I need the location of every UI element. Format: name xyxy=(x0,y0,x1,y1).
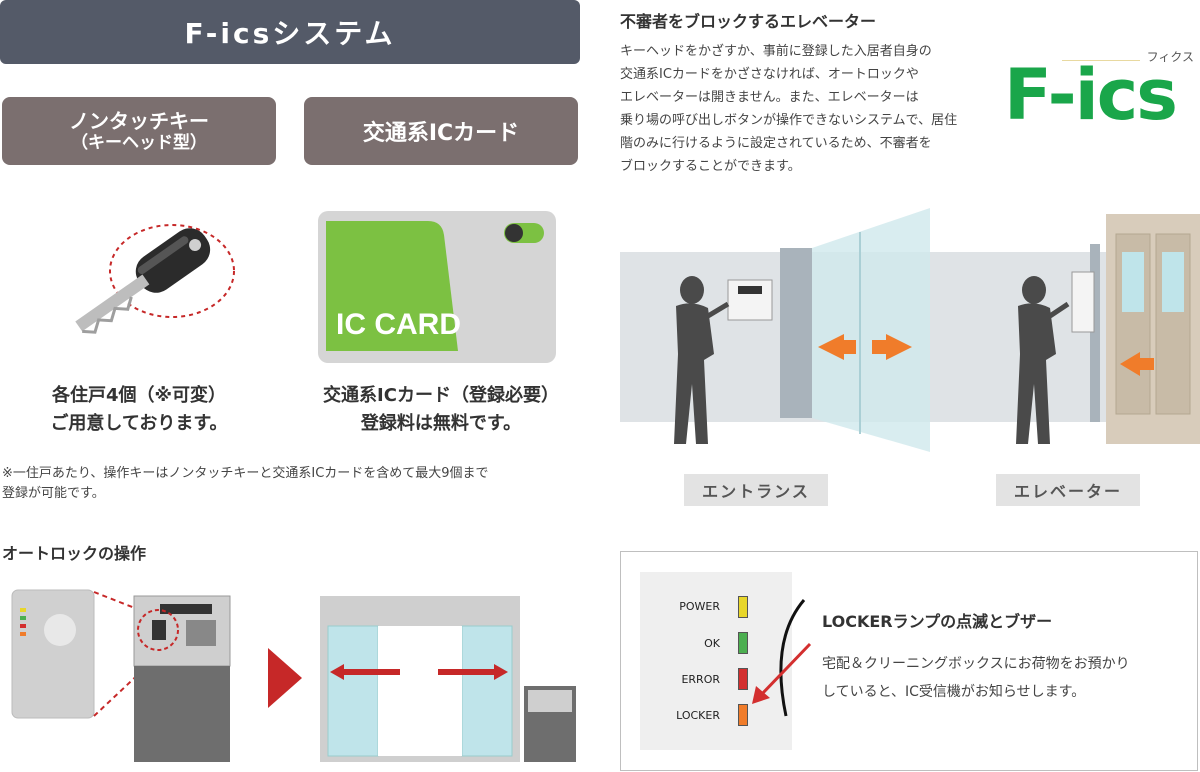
elevator-tag: エレベーター xyxy=(996,474,1140,506)
key-illustration xyxy=(75,224,235,334)
note-line2: 登録が可能です。 xyxy=(2,486,105,501)
lamp-ok xyxy=(738,632,748,654)
lamp-label-ok: OK xyxy=(704,637,720,650)
desc-line-6: ブロックすることができます。 xyxy=(620,159,801,174)
registration-note: ※一住戸あたり、操作キーはノンタッチキーと交通系ICカードを含めて最大9個まで … xyxy=(2,464,582,504)
logo-text: F-ics xyxy=(1004,54,1178,136)
lamp-locker xyxy=(738,704,748,726)
ic-caption: 交通系ICカード（登録必要） 登録料は無料です。 xyxy=(304,382,578,438)
locker-desc-line1: 宅配＆クリーニングボックスにお荷物をお預かり xyxy=(822,656,1130,672)
key-caption-line2: ご用意しております。 xyxy=(50,413,228,434)
autolock-heading: オートロックの操作 xyxy=(2,544,147,563)
note-line1: ※一住戸あたり、操作キーはノンタッチキーと交通系ICカードを含めて最大9個まで xyxy=(2,466,489,481)
desc-line-1: キーヘッドをかざすか、事前に登録した入居者自身の xyxy=(620,44,932,59)
locker-lamp-panel xyxy=(640,572,792,750)
lamp-error xyxy=(738,668,748,690)
elevator-scene-illustration xyxy=(620,208,1200,452)
desc-line-2: 交通系ICカードをかざさなければ、オートロックや xyxy=(620,67,919,82)
lamp-label-error: ERROR xyxy=(681,673,720,686)
logo-sub: フィクス xyxy=(1146,50,1194,64)
desc-line-5: 階のみに行けるように設定されているため、不審者を xyxy=(620,136,932,151)
ic-caption-line1: 交通系ICカード（登録必要） xyxy=(323,385,559,406)
locker-title: LOCKERランプの点滅とブザー xyxy=(822,612,1053,631)
elevator-heading: 不審者をブロックするエレベーター xyxy=(620,12,877,31)
ic-card-text: IC CARD xyxy=(336,308,461,341)
category-ic-label: 交通系ICカード xyxy=(362,121,520,146)
lamp-label-power: POWER xyxy=(679,600,720,613)
desc-line-4: 乗り場の呼び出しボタンが操作できないシステムで、居住 xyxy=(620,113,958,128)
category-key-sub: （キーヘッド型） xyxy=(71,133,207,153)
lamp-label-locker: LOCKER xyxy=(676,709,720,722)
locker-desc-line2: していると、IC受信機がお知らせします。 xyxy=(822,684,1086,700)
key-caption-line1: 各住戸4個（※可変） xyxy=(51,385,227,406)
locker-description: 宅配＆クリーニングボックスにお荷物をお預かり していると、IC受信機がお知らせし… xyxy=(822,650,1182,706)
key-caption: 各住戸4個（※可変） ご用意しております。 xyxy=(2,382,276,438)
logo-rule xyxy=(1062,60,1140,61)
desc-line-3: エレベーターは開きません。また、エレベーターは xyxy=(620,90,919,105)
category-ic-card: 交通系ICカード xyxy=(304,97,578,165)
ic-card-illustration xyxy=(318,211,556,363)
autolock-illustration xyxy=(11,589,576,762)
page-title: F-icsシステム xyxy=(0,0,580,64)
locker-pointer-arrow xyxy=(752,599,812,717)
fics-logo: フィクス F-ics xyxy=(1000,46,1200,138)
entrance-tag: エントランス xyxy=(684,474,828,506)
lamp-power xyxy=(738,596,748,618)
ic-caption-line2: 登録料は無料です。 xyxy=(360,413,522,434)
elevator-description: キーヘッドをかざすか、事前に登録した入居者自身の 交通系ICカードをかざさなけれ… xyxy=(620,40,982,178)
category-non-touch-key: ノンタッチキー （キーヘッド型） xyxy=(2,97,276,165)
category-key-label: ノンタッチキー xyxy=(69,109,209,133)
